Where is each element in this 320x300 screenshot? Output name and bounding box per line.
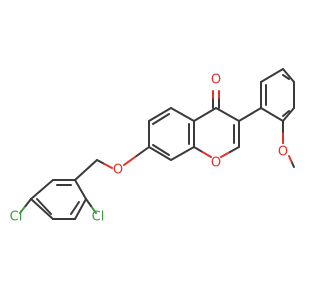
chlorine-ortho-label: Cl <box>92 210 105 225</box>
bond <box>85 198 92 207</box>
bond <box>260 68 284 83</box>
bond <box>215 107 240 122</box>
bond <box>36 198 52 215</box>
bond <box>30 179 54 200</box>
bond <box>74 198 87 220</box>
bond <box>170 146 195 161</box>
carbonyl-oxygen-label: O <box>211 73 221 88</box>
bond <box>152 144 170 156</box>
methoxy-oxygen-label: O <box>278 145 288 160</box>
bond <box>282 74 290 80</box>
bond <box>70 201 80 215</box>
bond <box>229 146 240 153</box>
bond <box>148 107 172 122</box>
molecule-canvas: O O O O Cl Cl <box>10 68 295 225</box>
bond <box>152 113 170 125</box>
bond <box>74 179 87 200</box>
bond <box>96 159 106 165</box>
bond <box>282 68 295 83</box>
bond <box>90 205 97 214</box>
bond <box>148 146 172 161</box>
bond <box>282 110 290 117</box>
bond <box>201 151 212 158</box>
bond <box>74 159 98 181</box>
bond <box>193 146 204 153</box>
bond <box>220 151 231 158</box>
bond <box>238 107 262 122</box>
bond <box>282 107 295 122</box>
bond <box>19 205 27 214</box>
ring-oxygen-label: O <box>211 156 221 171</box>
bond <box>290 160 295 168</box>
bond <box>170 107 195 122</box>
bond <box>135 146 150 157</box>
bond <box>193 107 217 122</box>
ether-oxygen-label: O <box>113 163 123 178</box>
bond <box>260 107 284 122</box>
bond <box>288 155 293 163</box>
bond <box>30 198 54 220</box>
chlorine-para-label: Cl <box>10 210 23 225</box>
bond <box>24 198 32 207</box>
bond <box>123 155 138 166</box>
bond <box>103 163 113 169</box>
structure-drawing: O O O O Cl Cl <box>10 68 295 225</box>
